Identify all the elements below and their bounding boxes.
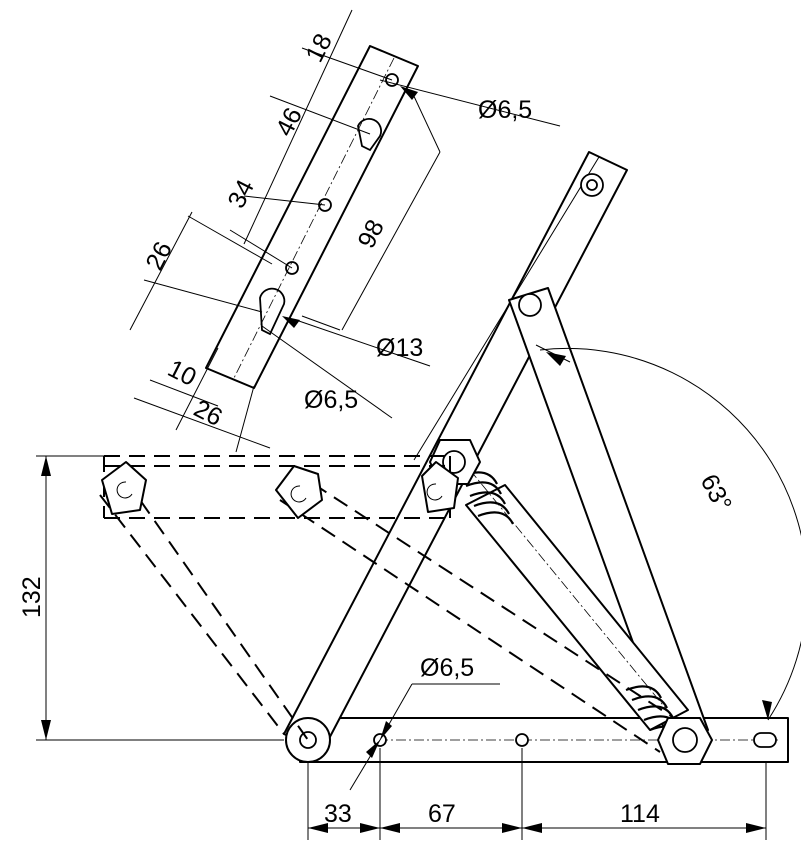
dim-46: 46 bbox=[270, 103, 308, 140]
dim-10: 10 bbox=[163, 354, 200, 392]
bottom-right-pivot bbox=[657, 717, 713, 765]
dim-dia-65-mid: Ø6,5 bbox=[304, 386, 358, 414]
dim-angle-63: 63° bbox=[695, 470, 737, 517]
dim-114: 114 bbox=[620, 800, 660, 828]
support-link bbox=[508, 287, 709, 743]
dim-18: 18 bbox=[300, 29, 338, 66]
dim-34: 34 bbox=[222, 175, 260, 213]
dim-67: 67 bbox=[428, 800, 456, 828]
dimension-lines bbox=[36, 9, 801, 840]
dim-dia-65-top: Ø6,5 bbox=[478, 96, 532, 124]
closed-left-link-end bbox=[101, 461, 147, 515]
dimension-arrows bbox=[41, 86, 772, 833]
dim-26-top: 26 bbox=[140, 237, 178, 274]
closed-position-outline bbox=[99, 455, 675, 753]
dim-dia-13: Ø13 bbox=[376, 334, 423, 362]
detail-strip bbox=[205, 45, 419, 389]
closed-mid-link-end bbox=[275, 465, 323, 519]
bottom-frame-rail bbox=[299, 717, 789, 763]
dim-26-bottom: 26 bbox=[189, 394, 226, 432]
rail-slot-hole bbox=[753, 732, 777, 748]
closed-right-link-end bbox=[421, 461, 459, 513]
dim-33: 33 bbox=[324, 800, 352, 828]
dim-dia-65-bottom: Ø6,5 bbox=[420, 654, 474, 682]
bottom-left-pivot bbox=[285, 717, 331, 763]
support-link-top-hole bbox=[518, 293, 542, 317]
dim-132: 132 bbox=[18, 576, 46, 618]
rail-hole-2 bbox=[515, 733, 529, 747]
dim-98: 98 bbox=[352, 215, 390, 252]
gas-spring bbox=[461, 469, 691, 739]
